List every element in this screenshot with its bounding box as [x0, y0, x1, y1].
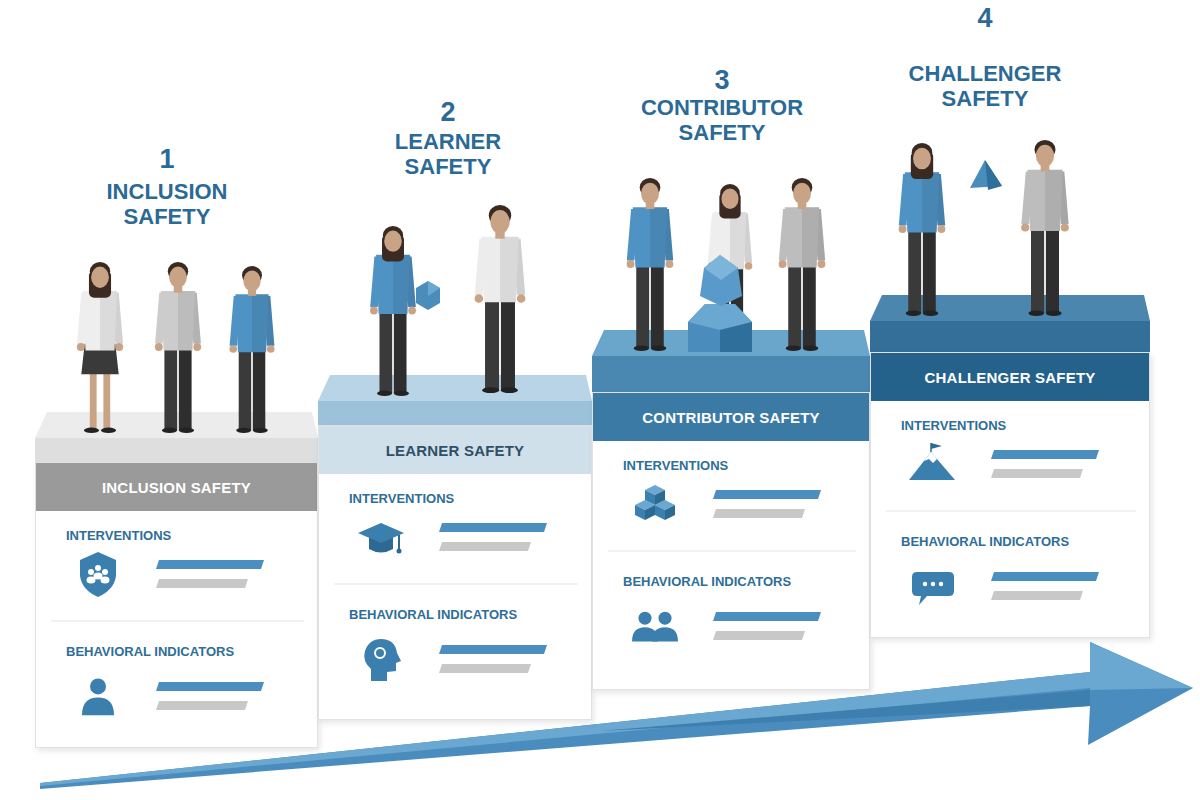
placeholder-bar: [156, 682, 264, 691]
stage-panel: CONTRIBUTOR SAFETY INTERVENTIONS BEHAVIORA…: [592, 392, 870, 690]
section-label: BEHAVIORAL INDICATORS: [623, 573, 859, 591]
divider-line: [334, 584, 578, 585]
shield-icon: [80, 552, 116, 597]
person-figure: [370, 226, 416, 396]
step-heading: CONTRIBUTOR SAFETY: [632, 96, 812, 145]
stage-title-band: INCLUSION SAFETY: [36, 463, 317, 511]
placeholder-bar: [713, 490, 821, 499]
polyhedron-object: [416, 281, 440, 310]
pedestal-front: [35, 438, 318, 462]
arrow-facet: [600, 690, 1090, 731]
person-figure: [475, 205, 526, 393]
divider-line: [608, 551, 856, 552]
sculpture-object: [688, 304, 752, 352]
section-label: INTERVENTIONS: [623, 457, 859, 475]
pedestal-front: [592, 356, 870, 392]
placeholder-bar: [156, 701, 248, 710]
step-number: 2: [358, 98, 538, 128]
placeholder-bar: [439, 645, 547, 654]
placeholder-bar: [439, 523, 547, 532]
person-figure: [229, 266, 274, 433]
placeholder-bar: [156, 560, 264, 569]
step-heading: CHALLENGER SAFETY: [895, 62, 1075, 111]
person-figure: [627, 178, 674, 351]
person-figure: [155, 262, 201, 433]
section-label: BEHAVIORAL INDICATORS: [66, 643, 307, 661]
person-figure: [779, 178, 826, 351]
section-label: INTERVENTIONS: [901, 417, 1139, 435]
placeholder-bar: [713, 612, 821, 621]
step-number: 4: [895, 4, 1075, 34]
stage-panel: CHALLENGER SAFETY INTERVENTIONS BEHAVIORAL…: [870, 352, 1150, 638]
cubes-icon: [635, 485, 675, 520]
head-icon: [364, 639, 401, 681]
step-number: 1: [77, 145, 257, 175]
placeholder-bar: [991, 591, 1083, 600]
section-label: INTERVENTIONS: [66, 527, 307, 545]
section-label: BEHAVIORAL INDICATORS: [901, 533, 1139, 551]
step-heading: INCLUSION SAFETY: [77, 180, 257, 229]
divider-line: [886, 511, 1136, 512]
arrow-facet: [1090, 642, 1193, 690]
pedestal-front: [318, 401, 592, 425]
placeholder-bar: [156, 579, 248, 588]
person-figure: [77, 262, 123, 433]
divider-line: [51, 621, 304, 622]
step-number: 3: [632, 66, 812, 96]
section-label: BEHAVIORAL INDICATORS: [349, 606, 581, 624]
speech-icon: [912, 572, 954, 605]
cap-icon: [358, 523, 404, 554]
placeholder-bar: [991, 572, 1099, 581]
stage-title-band: CHALLENGER SAFETY: [871, 353, 1149, 401]
stage-panel: INCLUSION SAFETY INTERVENTIONS BEHAVIORAL …: [35, 462, 318, 748]
section-label: INTERVENTIONS: [349, 490, 581, 508]
pedestal-front: [870, 321, 1150, 352]
people-icon: [632, 612, 678, 642]
stage-panel: LEARNER SAFETY INTERVENTIONS BEHAVIORAL IN…: [318, 425, 592, 720]
placeholder-bar: [713, 631, 805, 640]
placeholder-bar: [713, 509, 805, 518]
person-icon: [82, 678, 114, 715]
step-heading: LEARNER SAFETY: [358, 130, 538, 179]
placeholder-bar: [991, 469, 1083, 478]
person-figure: [1021, 140, 1069, 316]
person-figure: [899, 143, 946, 316]
pedestal-top: [318, 375, 592, 401]
placeholder-bar: [439, 542, 531, 551]
placeholder-bar: [439, 664, 531, 673]
placeholder-bar: [991, 450, 1099, 459]
mountain-icon: [909, 443, 955, 480]
stage-title-band: CONTRIBUTOR SAFETY: [593, 393, 869, 441]
stage-title-band: LEARNER SAFETY: [319, 426, 591, 474]
